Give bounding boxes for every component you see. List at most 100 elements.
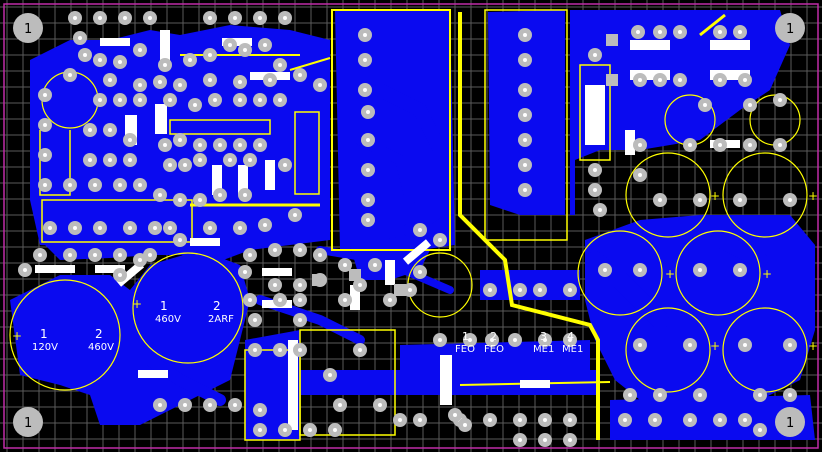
drill-hole <box>593 168 597 172</box>
diode-body <box>710 70 750 80</box>
drill-hole <box>283 163 287 167</box>
drill-hole <box>738 198 742 202</box>
drill-hole <box>38 253 42 257</box>
pad-layer <box>18 11 797 447</box>
resistor-body <box>520 380 550 388</box>
drill-hole <box>778 143 782 147</box>
drill-hole <box>128 158 132 162</box>
drill-hole <box>108 128 112 132</box>
drill-hole <box>678 78 682 82</box>
resistor-body <box>222 38 252 46</box>
drill-hole <box>343 263 347 267</box>
drill-hole <box>523 188 527 192</box>
drill-hole <box>743 78 747 82</box>
drill-hole <box>628 393 632 397</box>
drill-hole <box>623 418 627 422</box>
drill-hole <box>248 253 252 257</box>
drill-hole <box>118 98 122 102</box>
drill-hole <box>98 16 102 20</box>
drill-hole <box>73 226 77 230</box>
resistor-body <box>625 130 635 155</box>
cap-bl-pin2-label: 2 <box>95 327 103 341</box>
silk-line-top-right <box>699 13 726 37</box>
drill-hole <box>638 173 642 177</box>
drill-hole <box>273 283 277 287</box>
trace-cap-bank-2 <box>652 232 768 268</box>
drill-hole <box>283 16 287 20</box>
cap-bulk-marking-b: 2ARF <box>208 314 234 325</box>
drill-hole <box>366 198 370 202</box>
drill-hole <box>278 98 282 102</box>
drill-hole <box>188 58 192 62</box>
drill-hole <box>748 103 752 107</box>
resistor-body <box>265 160 275 190</box>
drill-hole <box>468 338 472 342</box>
drill-hole <box>366 110 370 114</box>
drill-hole <box>518 438 522 442</box>
drill-hole <box>208 226 212 230</box>
drill-hole <box>298 283 302 287</box>
drill-hole <box>523 138 527 142</box>
drill-hole <box>523 163 527 167</box>
plus-mark: + <box>762 267 772 281</box>
drill-hole <box>158 403 162 407</box>
drill-hole <box>638 78 642 82</box>
diode-body <box>710 40 750 50</box>
drill-hole <box>748 143 752 147</box>
drill-hole <box>543 418 547 422</box>
square-pad <box>606 34 618 46</box>
drill-hole <box>298 298 302 302</box>
drill-hole <box>333 428 337 432</box>
drill-hole <box>490 338 494 342</box>
plus-mark: + <box>808 189 818 203</box>
drill-hole <box>98 58 102 62</box>
drill-hole <box>248 298 252 302</box>
drill-hole <box>208 16 212 20</box>
plus-mark: + <box>12 329 22 343</box>
plus-mark: + <box>710 189 720 203</box>
drill-hole <box>148 253 152 257</box>
drill-hole <box>523 58 527 62</box>
copper-layer <box>10 10 815 440</box>
drill-hole <box>108 78 112 82</box>
mounting-hole-label: 1 <box>24 416 32 431</box>
connector-j1-pin1: 1 <box>462 330 469 343</box>
silk-yellow-isolation-line <box>458 12 600 440</box>
drill-hole <box>228 43 232 47</box>
drill-hole <box>308 428 312 432</box>
drill-hole <box>118 60 122 64</box>
drill-hole <box>283 428 287 432</box>
plus-mark: + <box>808 339 818 353</box>
silk-outline-part-r1 <box>579 64 611 161</box>
drill-hole <box>788 198 792 202</box>
connector-j2-pin2: 4 <box>567 330 574 343</box>
drill-hole <box>118 253 122 257</box>
drill-hole <box>338 403 342 407</box>
silk-outline-resistor-array <box>169 119 271 135</box>
drill-hole <box>603 268 607 272</box>
drill-hole <box>593 188 597 192</box>
cap-bl-pin1-label: 1 <box>40 327 48 341</box>
drill-hole <box>698 198 702 202</box>
drill-hole <box>128 138 132 142</box>
drill-hole <box>43 183 47 187</box>
square-pad <box>394 284 406 296</box>
drill-hole <box>568 438 572 442</box>
copper-pour-center <box>335 10 455 250</box>
drill-hole <box>653 418 657 422</box>
drill-hole <box>218 143 222 147</box>
cap-bulk-pin2-label: 2 <box>213 299 221 313</box>
drill-hole <box>358 348 362 352</box>
drill-hole <box>68 73 72 77</box>
drill-hole <box>363 33 367 37</box>
cap-outline-bulk <box>132 252 244 364</box>
drill-hole <box>228 158 232 162</box>
cap-outline-r5 <box>625 307 711 393</box>
polarity-marks: ++++++++ <box>12 189 818 353</box>
drill-hole <box>118 183 122 187</box>
board-outline <box>3 3 819 449</box>
drill-hole <box>538 288 542 292</box>
drill-hole <box>298 248 302 252</box>
